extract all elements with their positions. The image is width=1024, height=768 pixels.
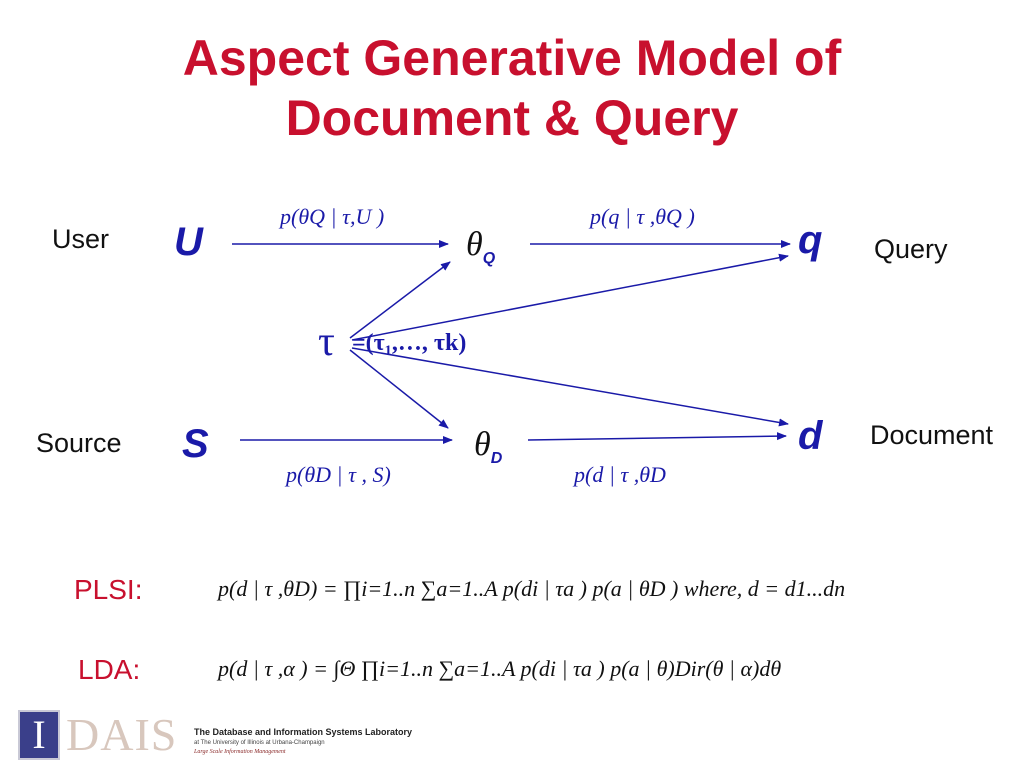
node-U: U: [174, 220, 203, 264]
user-label: User: [52, 224, 110, 254]
dais-logo-wordmark: DAIS: [66, 709, 178, 760]
node-S: S: [182, 422, 209, 466]
plsi-label: PLSI:: [74, 574, 143, 605]
prob-q-given-tau-thetaQ: p(q | τ ,θQ ): [590, 204, 695, 229]
arrow-tau-to-q: [351, 253, 789, 341]
theta-D-subscript: D: [490, 449, 503, 467]
arrow-tau-to-d: [351, 347, 789, 427]
theta-Q-subscript: Q: [482, 249, 496, 267]
logo-university: at The University of Illinois at Urbana-…: [194, 740, 325, 746]
lda-formula: p(d | τ ,α ) = ∫Θ ∏i=1..n ∑a=1..A p(di |…: [218, 656, 782, 681]
logo-lab-name: The Database and Information Systems Lab…: [194, 727, 413, 737]
lda-label: LDA:: [78, 654, 141, 685]
plsi-formula: p(d | τ ,θD) = ∏i=1..n ∑a=1..A p(di | τa…: [218, 576, 846, 601]
tau-definition: =(τ₁,…, τk): [352, 330, 467, 356]
arrow-tau-to-thetaQ: [349, 261, 451, 339]
source-label: Source: [36, 428, 122, 458]
tau-node: τ: [318, 319, 335, 365]
node-q: q: [798, 218, 823, 262]
prob-thetaD-given-tau-S: p(θD | τ , S): [286, 462, 391, 487]
logo-tagline: Large Scale Information Management: [194, 749, 286, 755]
query-label: Query: [874, 234, 948, 264]
prob-thetaQ-given-tau-U: p(θQ | τ,U ): [280, 204, 385, 229]
theta-D-symbol: θ: [474, 426, 491, 463]
title-line-2: Document & Query: [285, 90, 739, 146]
dais-logo-icon: I: [18, 710, 60, 760]
arrow-thetaD-to-d: [527, 432, 787, 441]
prob-d-given-tau-thetaD: p(d | τ ,θD: [574, 462, 666, 487]
document-label: Document: [870, 420, 994, 450]
node-theta-D: θD: [474, 426, 502, 468]
theta-Q-symbol: θ: [466, 226, 483, 263]
node-d: d: [798, 414, 823, 458]
node-theta-Q: θQ: [466, 226, 495, 268]
arrow-tau-to-thetaD: [349, 349, 449, 429]
slide-title: Aspect Generative Model of Document & Qu…: [0, 28, 1024, 148]
title-line-1: Aspect Generative Model of: [182, 30, 842, 86]
